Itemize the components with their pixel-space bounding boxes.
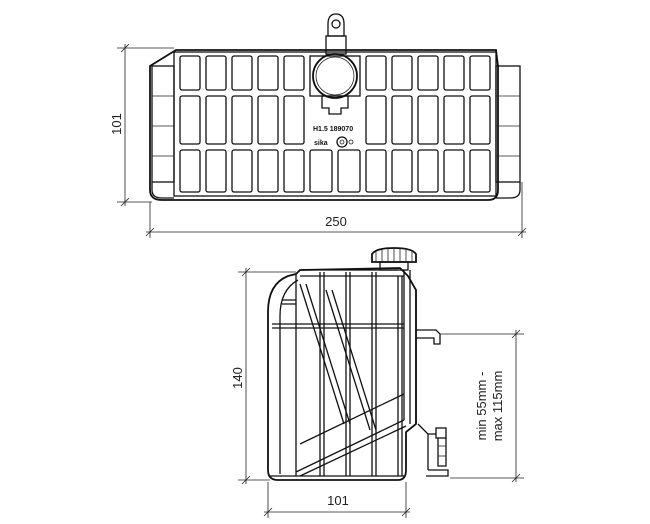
left-side-lug [151, 65, 175, 183]
tank-inner-border [173, 51, 497, 197]
neck-tube [403, 270, 417, 424]
top-view: H1.5 189070 sika 101 250 [109, 13, 527, 238]
top-height-dimension [117, 43, 174, 207]
inner-wall-left [279, 279, 299, 474]
side-height-label: 140 [230, 367, 245, 389]
top-width-dimension [145, 182, 527, 238]
top-width-label: 250 [325, 214, 347, 229]
marking-brand: sika [314, 140, 328, 147]
level-range-label-line2: max 115mm [490, 371, 505, 442]
diagonal-rib-2 [325, 289, 377, 431]
tank-outline-side [267, 267, 417, 481]
marking-code: H1.5 189070 [313, 126, 353, 133]
diagonal-rib-4 [299, 393, 405, 445]
diagonal-rib-3 [295, 419, 407, 477]
small-mark-icon [348, 139, 354, 145]
diagonal-rib-1 [299, 283, 351, 425]
filler-cap [312, 53, 358, 99]
left-lug-foot [151, 182, 174, 199]
level-sensor [417, 423, 449, 477]
rib-grid-right [337, 55, 491, 193]
overflow-fitting [416, 329, 441, 345]
filler-cap-side [371, 247, 417, 271]
right-side-lug [495, 65, 521, 183]
right-lug-foot [496, 182, 521, 199]
top-height-label: 101 [109, 113, 124, 135]
overflow-spout [327, 13, 345, 37]
side-height-dimension [238, 267, 296, 485]
level-range-dimension [440, 329, 524, 483]
level-range-label-line1: min 55mm - [474, 372, 489, 441]
tank-outline-top [149, 49, 499, 201]
side-view: 140 101 min 55mm - max 115mm [230, 247, 524, 518]
side-depth-label: 101 [327, 493, 349, 508]
side-depth-dimension [263, 482, 411, 518]
recycle-mark-icon [336, 136, 348, 148]
rib-grid-left [179, 55, 333, 193]
neck-boss [321, 95, 349, 115]
